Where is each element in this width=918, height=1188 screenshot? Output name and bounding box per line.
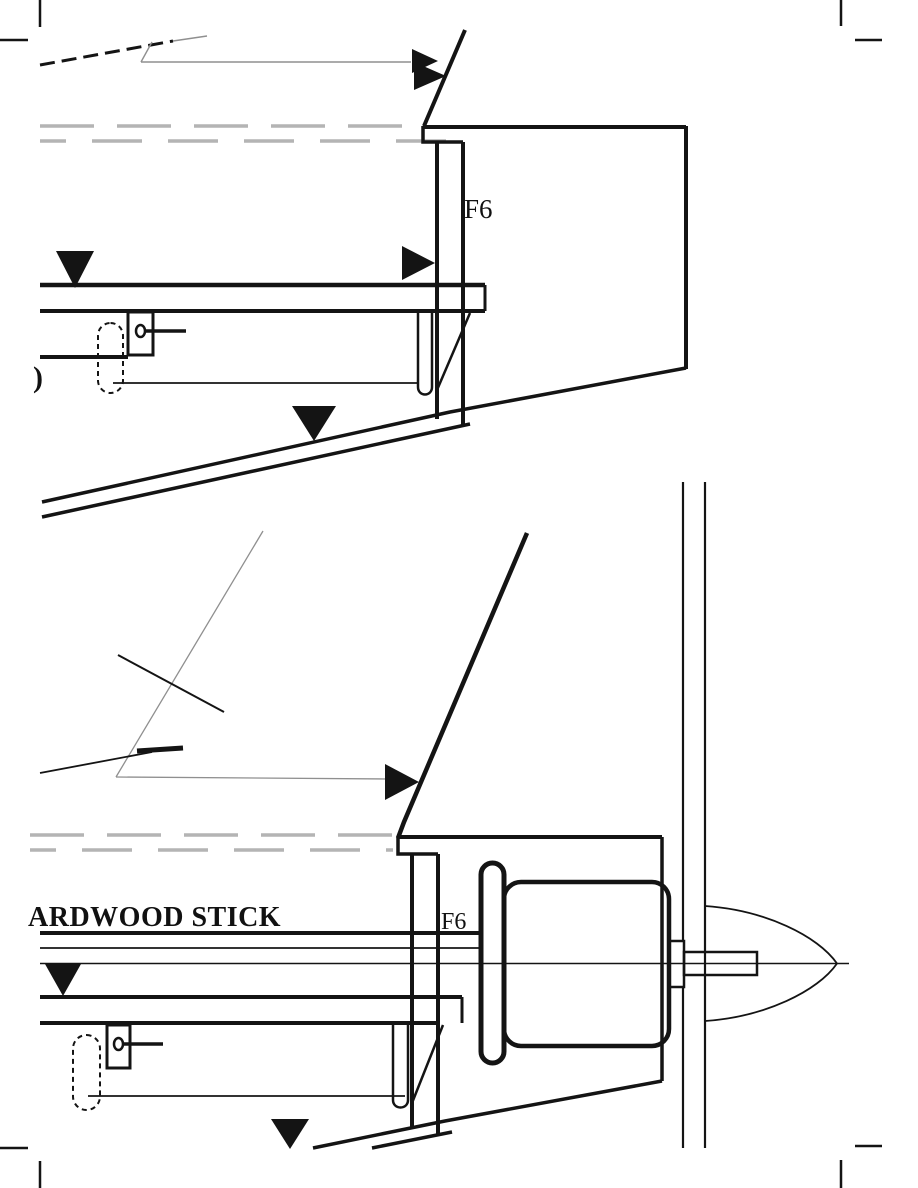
windshield-edge xyxy=(395,532,530,839)
hook-eyelet xyxy=(134,323,147,339)
top-nose-view: F6 ) xyxy=(33,29,688,519)
datum-arrow-down-mid-icon xyxy=(271,1119,309,1149)
brace-line xyxy=(435,312,472,391)
canopy-gray-edge xyxy=(115,530,264,778)
fuselage-bottom-upper xyxy=(41,366,687,504)
dowel-peg xyxy=(416,312,434,396)
former-label-top: F6 xyxy=(464,194,493,224)
datum-arrow-right-icon xyxy=(385,764,419,800)
bottom-nose-view: F6 ARDWOOD STICK xyxy=(28,482,849,1150)
canopy-gray-edge xyxy=(172,35,208,42)
hardwood-stick-label: ARDWOOD STICK xyxy=(28,902,281,933)
dowel-peg xyxy=(391,1024,410,1109)
datum-arrow-down-mid-icon xyxy=(292,406,336,441)
rubber-loop xyxy=(97,322,124,394)
canopy-gray-top-line xyxy=(115,776,389,780)
rubber-loop xyxy=(72,1034,101,1111)
windshield-edge xyxy=(422,29,467,127)
cowl-ledge xyxy=(396,837,438,856)
hook-bracket xyxy=(126,310,155,357)
fuselage-bottom-upper xyxy=(312,1079,663,1150)
cowl-ledge xyxy=(421,126,463,144)
datum-arrow-down-left-icon xyxy=(56,251,94,288)
brace-line xyxy=(410,1024,445,1104)
datum-arrow-right-icon xyxy=(402,246,435,280)
datum-arrow-down-left-icon xyxy=(45,964,81,996)
crop-marks xyxy=(0,0,882,1188)
fuselage-bottom-lower xyxy=(41,422,471,519)
strut-line xyxy=(117,654,225,713)
align-arrow-right-lower-icon xyxy=(414,62,446,90)
hook-eyelet xyxy=(112,1036,125,1052)
former-label-bottom: F6 xyxy=(441,909,466,935)
canopy-base-thick xyxy=(136,745,184,754)
canopy-base-line xyxy=(39,751,153,774)
partial-letter-d: ) xyxy=(33,361,43,394)
canopy-gray-post xyxy=(140,41,153,63)
hook-bracket xyxy=(105,1023,132,1070)
